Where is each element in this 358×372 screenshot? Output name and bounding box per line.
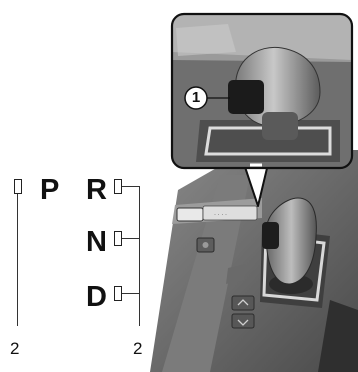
svg-text:· · · ·: · · · · [214,212,227,218]
callout-number: 1 [185,88,207,108]
